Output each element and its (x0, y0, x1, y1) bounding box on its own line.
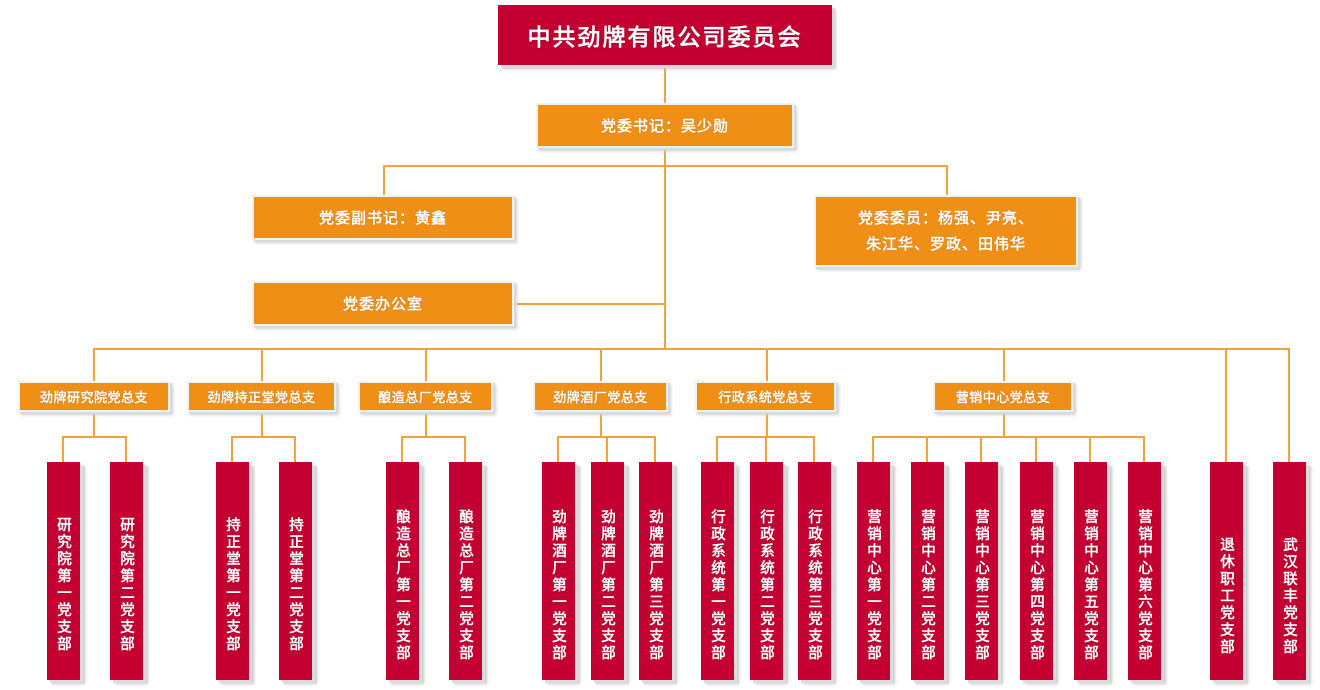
node-party-secretary[interactable]: 党委书记：吴少勋 (536, 103, 794, 148)
committee-members-line-2: 朱江华、罗政、田伟华 (865, 235, 1026, 253)
node-branch-marketing-4[interactable]: 营销中心第四党支部 (1020, 462, 1053, 680)
node-branch-liquor-factory-3[interactable]: 劲牌酒厂第三党支部 (639, 462, 672, 680)
connector-to-deputy-secretary (383, 165, 385, 195)
connector-root-to-secretary (664, 65, 666, 103)
node-branch-research-institute-2[interactable]: 研究院第二党支部 (110, 462, 143, 680)
connector-g4-drop-2 (606, 436, 608, 462)
connector-secretary-spine (664, 148, 666, 349)
connector-main-bus (93, 348, 1289, 350)
connector-bus-drop-5 (766, 348, 768, 381)
node-branch-marketing-6[interactable]: 营销中心第六党支部 (1128, 462, 1161, 680)
connector-g3-stem (425, 412, 427, 436)
connector-g5-stem (766, 412, 768, 436)
root-node-party-committee[interactable]: 中共劲牌有限公司委员会 (498, 5, 832, 65)
node-branch-research-institute-1[interactable]: 研究院第一党支部 (47, 462, 80, 680)
node-branch-brewery-2[interactable]: 酿造总厂第二党支部 (449, 462, 482, 680)
connector-g1-drop-1 (62, 436, 64, 462)
connector-bus-drop-6 (1003, 348, 1005, 381)
node-general-branch-chizhengtang[interactable]: 劲牌持正堂党总支 (187, 381, 336, 412)
node-branch-brewery-1[interactable]: 酿造总厂第一党支部 (386, 462, 419, 680)
connector-g5-drop-2 (765, 436, 767, 462)
connector-bus-drop-wuhan (1288, 348, 1290, 462)
connector-g6-drop-1 (872, 436, 874, 462)
connector-bus-drop-2 (261, 348, 263, 381)
connector-g2-drop-1 (231, 436, 233, 462)
node-deputy-party-secretary[interactable]: 党委副书记：黄鑫 (252, 195, 514, 240)
node-general-branch-marketing-center[interactable]: 营销中心党总支 (933, 381, 1073, 412)
node-party-committee-office[interactable]: 党委办公室 (252, 281, 514, 326)
connector-g5-drop-1 (716, 436, 718, 462)
connector-g2-stem (261, 412, 263, 436)
node-branch-marketing-2[interactable]: 营销中心第二党支部 (911, 462, 944, 680)
node-branch-administrative-3[interactable]: 行政系统第三党支部 (798, 462, 831, 680)
connector-bus-drop-retired (1225, 348, 1227, 462)
committee-members-line-1: 党委委员：杨强、尹亮、 (857, 208, 1034, 227)
connector-g6-drop-6 (1143, 436, 1145, 462)
connector-g5-drop-3 (813, 436, 815, 462)
node-branch-marketing-1[interactable]: 营销中心第一党支部 (857, 462, 890, 680)
node-branch-chizhengtang-1[interactable]: 持正堂第一党支部 (216, 462, 249, 680)
connector-g2-drop-2 (294, 436, 296, 462)
node-branch-chizhengtang-2[interactable]: 持正堂第二党支部 (279, 462, 312, 680)
connector-g4-drop-3 (654, 436, 656, 462)
connector-g4-drop-1 (557, 436, 559, 462)
connector-office-to-spine (512, 303, 665, 305)
connector-bus-drop-4 (600, 348, 602, 381)
node-branch-administrative-1[interactable]: 行政系统第一党支部 (701, 462, 734, 680)
connector-g6-drop-3 (980, 436, 982, 462)
connector-level2-bus (383, 165, 947, 167)
connector-g6-drop-5 (1089, 436, 1091, 462)
connector-to-committee-members (946, 165, 948, 195)
connector-g6-drop-2 (926, 436, 928, 462)
node-party-committee-members[interactable]: 党委委员：杨强、尹亮、 朱江华、罗政、田伟华 (814, 195, 1078, 267)
node-branch-marketing-3[interactable]: 营销中心第三党支部 (965, 462, 998, 680)
connector-g1-drop-2 (125, 436, 127, 462)
connector-g3-drop-1 (401, 436, 403, 462)
node-branch-wuhan-lianfeng[interactable]: 武汉联丰党支部 (1273, 462, 1306, 680)
node-branch-retired-employees[interactable]: 退休职工党支部 (1210, 462, 1243, 680)
node-branch-liquor-factory-2[interactable]: 劲牌酒厂第二党支部 (591, 462, 624, 680)
connector-g1-stem (93, 412, 95, 436)
connector-g2-bar (231, 436, 295, 438)
connector-g6-drop-4 (1035, 436, 1037, 462)
connector-g3-drop-2 (464, 436, 466, 462)
connector-bus-drop-3 (425, 348, 427, 381)
node-general-branch-brewery-main-plant[interactable]: 酿造总厂党总支 (358, 381, 493, 412)
node-general-branch-research-institute[interactable]: 劲牌研究院党总支 (18, 381, 170, 412)
connector-g1-bar (62, 436, 126, 438)
node-branch-liquor-factory-1[interactable]: 劲牌酒厂第一党支部 (542, 462, 575, 680)
connector-g3-bar (401, 436, 465, 438)
node-general-branch-administrative-system[interactable]: 行政系统党总支 (695, 381, 836, 412)
connector-bus-drop-1 (93, 348, 95, 381)
connector-g4-stem (600, 412, 602, 436)
node-general-branch-liquor-factory[interactable]: 劲牌酒厂党总支 (533, 381, 668, 412)
connector-g6-stem (1003, 412, 1005, 436)
node-branch-marketing-5[interactable]: 营销中心第五党支部 (1074, 462, 1107, 680)
connector-g6-bar (872, 436, 1144, 438)
node-branch-administrative-2[interactable]: 行政系统第二党支部 (750, 462, 783, 680)
